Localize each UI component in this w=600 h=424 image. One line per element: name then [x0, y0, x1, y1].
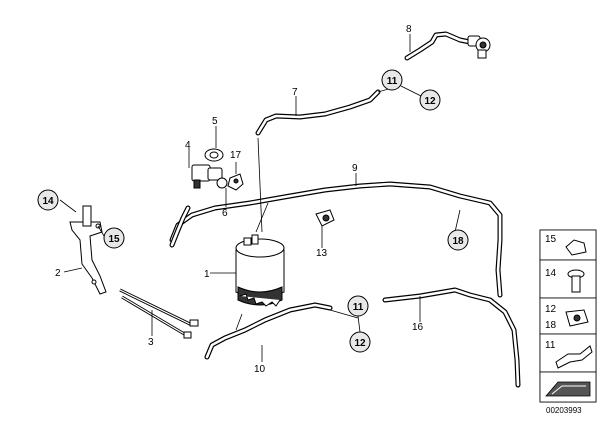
- activated-charcoal-filter: [235, 234, 285, 307]
- bracket-2: [69, 205, 107, 295]
- callout-15-text: 15: [108, 234, 120, 245]
- hose-6: [169, 205, 191, 248]
- legend-row-12-18: 12 18: [539, 297, 597, 335]
- callout-18-text: 18: [452, 236, 464, 247]
- label-9: 9: [352, 163, 358, 174]
- callout-11-mid: 11: [347, 295, 369, 317]
- callout-12-top-text: 12: [424, 96, 436, 107]
- label-5: 5: [212, 116, 218, 127]
- callout-11-mid-text: 11: [353, 302, 364, 313]
- legend-row-14: 14: [539, 259, 597, 299]
- label-8: 8: [406, 24, 412, 35]
- legend-row-14-label: 14: [545, 268, 557, 279]
- label-1: 1: [204, 269, 210, 280]
- clamp-13: [315, 209, 335, 227]
- holder-5: [204, 148, 224, 162]
- legend-row-15: 15: [539, 229, 597, 261]
- callout-12-mid: 12: [349, 331, 371, 353]
- hose-10: [204, 302, 333, 360]
- callout-12-top: 12: [419, 89, 441, 111]
- diagram-id: 00203993: [546, 406, 582, 415]
- callout-14: 14: [37, 189, 59, 211]
- label-16: 16: [412, 322, 424, 333]
- hose-8: [404, 31, 473, 61]
- legend-row-15-label: 15: [545, 234, 557, 245]
- label-17: 17: [230, 150, 242, 161]
- hose-7: [255, 89, 381, 136]
- legend-row-gasket: [539, 371, 597, 403]
- connector-8: [467, 35, 491, 59]
- hose-16: [382, 287, 521, 388]
- legend-row-18-label: 18: [545, 320, 557, 331]
- label-7: 7: [292, 87, 298, 98]
- label-10: 10: [254, 364, 266, 375]
- legend-row-11-label: 11: [545, 340, 556, 351]
- label-3: 3: [148, 337, 154, 348]
- callout-12-mid-text: 12: [354, 338, 366, 349]
- cable-tie-3: [119, 288, 199, 339]
- label-6: 6: [222, 208, 228, 219]
- callout-18: 18: [447, 229, 469, 251]
- legend-row-12-label: 12: [545, 304, 557, 315]
- connector-17: [227, 173, 244, 191]
- solenoid-valve-4: [191, 164, 228, 189]
- callout-11-top-text: 11: [387, 76, 398, 87]
- legend-panel: 15 14 12 18 11: [539, 229, 597, 403]
- label-2: 2: [55, 268, 61, 279]
- callout-14-text: 14: [42, 196, 54, 207]
- hose-9: [169, 181, 503, 298]
- callout-11-top: 11: [381, 69, 403, 91]
- callout-15: 15: [103, 227, 125, 249]
- label-13: 13: [316, 248, 328, 259]
- label-4: 4: [185, 140, 191, 151]
- legend-row-11: 11: [539, 333, 597, 373]
